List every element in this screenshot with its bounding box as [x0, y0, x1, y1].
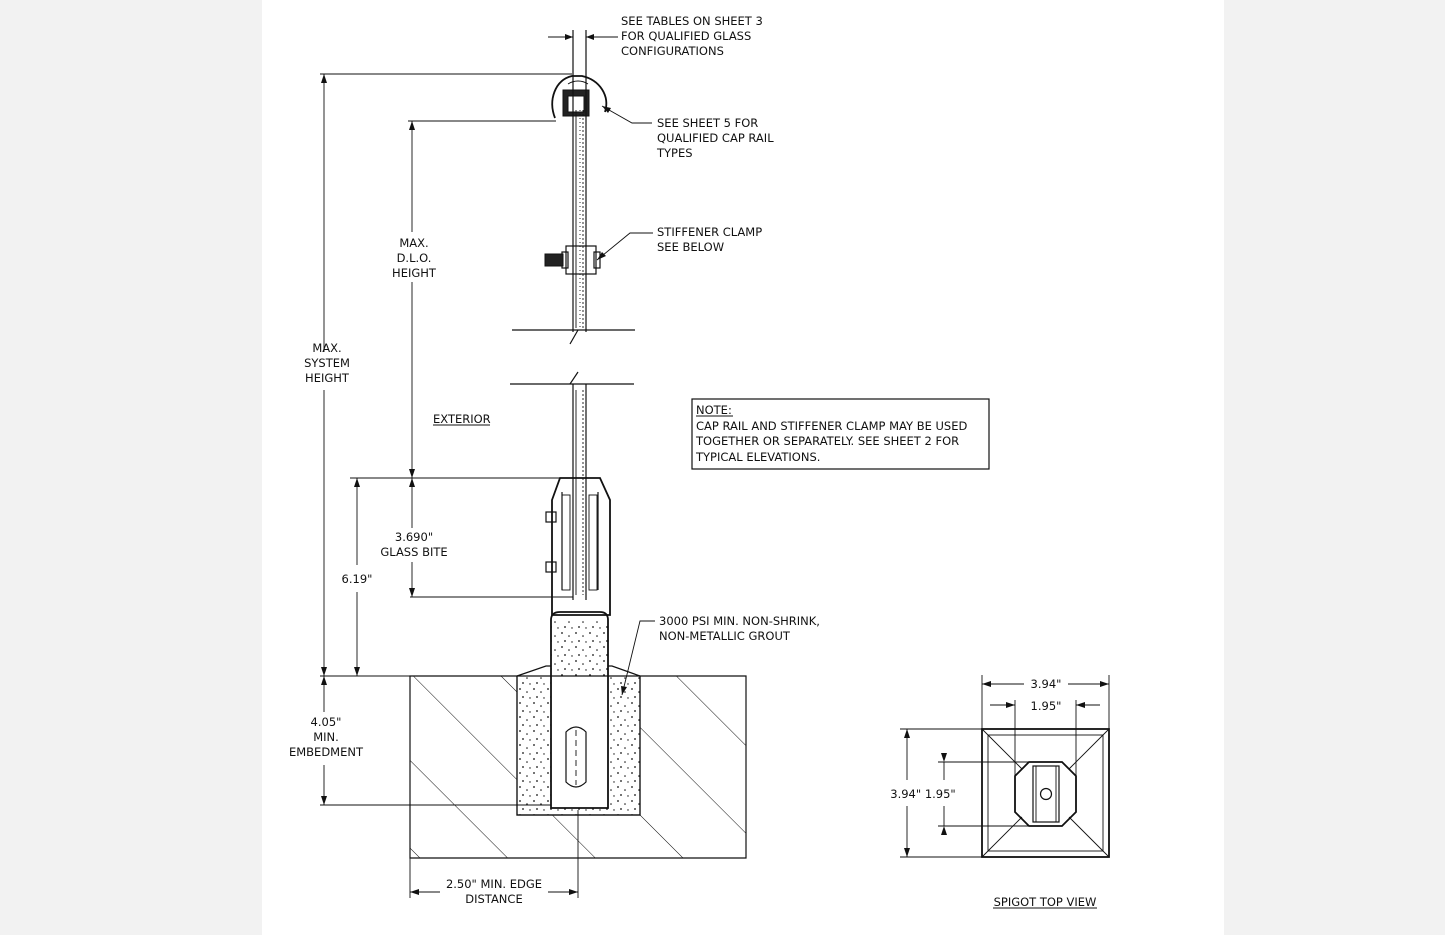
glass-bite-value: 3.690": [395, 530, 433, 544]
glass-bite-label: GLASS BITE: [380, 545, 447, 559]
glass-panel-upper: [572, 30, 587, 332]
note-line-2: TOGETHER OR SEPARATELY. SEE SHEET 2 FOR: [695, 434, 959, 448]
max-system-line-3: HEIGHT: [305, 371, 350, 385]
dim-glass-bite: [350, 477, 573, 598]
note-title: NOTE:: [696, 403, 732, 417]
callout-grout: 3000 PSI MIN. NON-SHRINK, NON-METALLIC G…: [659, 614, 820, 643]
max-dlo-line-2: D.L.O.: [397, 251, 432, 265]
dim-max-system-height: [320, 73, 572, 676]
callout-grout-line-1: 3000 PSI MIN. NON-SHRINK,: [659, 614, 820, 628]
note-text: NOTE: CAP RAIL AND STIFFENER CLAMP MAY B…: [695, 403, 967, 464]
callout-stiffener: STIFFENER CLAMP SEE BELOW: [657, 225, 762, 254]
callout-cap-rail-line-3: TYPES: [656, 146, 693, 160]
callout-stiffener-line-1: STIFFENER CLAMP: [657, 225, 762, 239]
glass-railing-detail-drawing: SEE TABLES ON SHEET 3 FOR QUALIFIED GLAS…: [289, 14, 1110, 909]
embedment-value: 4.05": [311, 715, 342, 729]
note-box: [691, 398, 990, 470]
callout-glass: SEE TABLES ON SHEET 3 FOR QUALIFIED GLAS…: [621, 14, 763, 58]
note-line-1: CAP RAIL AND STIFFENER CLAMP MAY BE USED: [696, 419, 967, 433]
max-system-line-1: MAX.: [312, 341, 341, 355]
label-max-system-height: MAX. SYSTEM HEIGHT: [304, 341, 350, 385]
label-glass-bite: 3.690" GLASS BITE: [380, 530, 447, 559]
dim-embedment: [320, 676, 551, 806]
label-base-height: 6.19": [342, 572, 373, 586]
label-spigot-top-view: SPIGOT TOP VIEW: [994, 895, 1097, 909]
spigot-top-view: [900, 675, 1110, 858]
dim-glass-thickness: [548, 34, 618, 40]
grout-pocket: [516, 620, 641, 816]
label-top-view-width-inner: 1.95": [1031, 699, 1062, 713]
note-line-3: TYPICAL ELEVATIONS.: [695, 450, 820, 464]
dim-edge-distance: [409, 810, 579, 898]
break-line-lower: [510, 371, 634, 385]
callout-cap-rail-line-2: QUALIFIED CAP RAIL: [657, 131, 774, 145]
edge-distance-line-1: 2.50" MIN. EDGE: [446, 877, 542, 891]
dim-max-dlo-height: [408, 120, 556, 478]
glass-panel-lower: [572, 384, 587, 600]
embedment-line-3: EMBEDMENT: [289, 745, 364, 759]
callout-cap-rail: SEE SHEET 5 FOR QUALIFIED CAP RAIL TYPES: [656, 116, 774, 160]
edge-distance-line-2: DISTANCE: [465, 892, 522, 906]
callout-stiffener-line-2: SEE BELOW: [657, 240, 724, 254]
max-system-line-2: SYSTEM: [304, 356, 350, 370]
label-embedment: 4.05" MIN. EMBEDMENT: [289, 715, 364, 759]
stiffener-clamp: [544, 245, 601, 275]
callout-glass-line-3: CONFIGURATIONS: [621, 44, 724, 58]
callout-glass-line-1: SEE TABLES ON SHEET 3: [621, 14, 763, 28]
callout-glass-line-2: FOR QUALIFIED GLASS: [621, 29, 751, 43]
leader-stiffener: [596, 232, 653, 261]
break-line-upper: [512, 329, 635, 345]
label-top-view-height: 3.94" 1.95": [890, 787, 955, 801]
label-exterior: EXTERIOR: [433, 412, 491, 426]
callout-grout-line-2: NON-METALLIC GROUT: [659, 629, 791, 643]
callout-cap-rail-line-1: SEE SHEET 5 FOR: [657, 116, 758, 130]
leader-cap-rail: [601, 105, 652, 124]
embedment-line-2: MIN.: [313, 730, 339, 744]
leader-grout: [621, 620, 655, 696]
label-max-dlo-height: MAX. D.L.O. HEIGHT: [392, 236, 437, 280]
cap-rail: [551, 75, 608, 119]
label-edge-distance: 2.50" MIN. EDGE DISTANCE: [446, 877, 542, 906]
max-dlo-line-1: MAX.: [399, 236, 428, 250]
max-dlo-line-3: HEIGHT: [392, 266, 437, 280]
drawing-sheet: SEE TABLES ON SHEET 3 FOR QUALIFIED GLAS…: [262, 0, 1224, 935]
dim-base-height: [320, 478, 410, 677]
label-top-view-width-outer: 3.94": [1031, 677, 1062, 691]
